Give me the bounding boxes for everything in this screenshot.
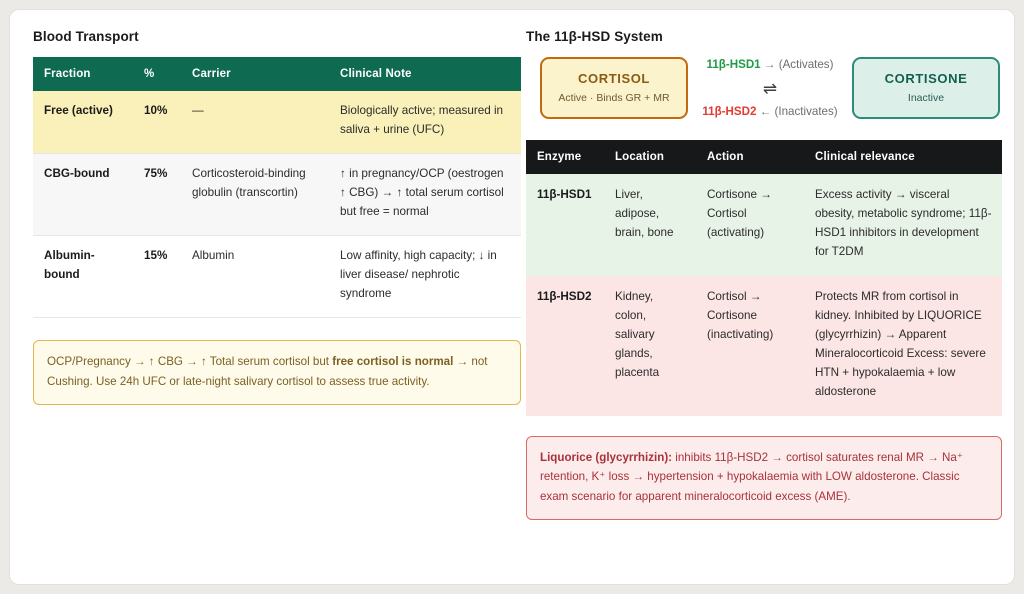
cell-clinical-note: Low affinity, high capacity; ↓ in liver … xyxy=(340,248,497,300)
liquorice-callout: Liquorice (glycyrrhizin): inhibits 11β-H… xyxy=(525,435,1002,521)
column-header-clinical-relevance: Clinical relevance xyxy=(814,151,915,163)
hsd1-effect-label: (Activates) xyxy=(778,58,834,71)
hsd2-arrow-line: 11β-HSD2 ← (Inactivates) xyxy=(692,105,848,118)
equilibrium-icon: ⇌ xyxy=(762,79,778,98)
table-row: Free (active) 10% — Biologically active;… xyxy=(33,91,521,154)
cell-percent: 75% xyxy=(144,166,168,180)
hsd1-arrow-icon: → xyxy=(763,58,776,71)
cbg-callout-text-bold: free cortisol is normal xyxy=(332,354,454,368)
blood-transport-panel: Blood Transport Fraction % Carrier Clini… xyxy=(22,24,521,520)
cell-action: Cortisone → Cortisol (activating) xyxy=(706,188,772,239)
cortisol-box: CORTISOL Active · Binds GR + MR xyxy=(539,57,688,119)
cortisone-box-subtitle: Inactive xyxy=(907,92,945,104)
cell-enzyme: 11β-HSD1 xyxy=(536,188,592,201)
blood-transport-table-body: Free (active) 10% — Biologically active;… xyxy=(33,91,521,318)
cell-clinical-relevance: Protects MR from cortisol in kidney. Inh… xyxy=(814,289,986,398)
hsd-system-panel: The 11β-HSD System CORTISOL Active · Bin… xyxy=(521,24,1002,521)
cell-location: Liver, adipose, brain, bone xyxy=(614,188,674,239)
hsd2-arrow-icon: ← xyxy=(759,105,772,118)
hsd-enzyme-table: Enzyme Location Action Clinical relevanc… xyxy=(525,140,1002,416)
table-row: 11β-HSD1 Liver, adipose, brain, bone Cor… xyxy=(525,174,1002,276)
cell-percent: 10% xyxy=(144,104,168,117)
table-row: CBG-bound 75% Corticosteroid-binding glo… xyxy=(33,153,521,236)
blood-transport-table-head: Fraction % Carrier Clinical Note xyxy=(33,57,521,91)
cbg-callout: OCP/Pregnancy → ↑ CBG → ↑ Total serum co… xyxy=(33,339,521,405)
enzyme-arrows: 11β-HSD1 → (Activates) ⇌ 11β-HSD2 ← (Ina… xyxy=(688,58,852,118)
page-card: Blood Transport Fraction % Carrier Clini… xyxy=(9,9,1015,585)
cell-fraction: Albumin-bound xyxy=(44,248,95,281)
hsd1-arrow-line: 11β-HSD1 → (Activates) xyxy=(692,58,848,71)
cell-carrier: Albumin xyxy=(192,248,235,262)
table-header-row: Fraction % Carrier Clinical Note xyxy=(33,57,521,91)
hsd2-enzyme-label: 11β-HSD2 xyxy=(702,105,757,118)
cell-carrier: — xyxy=(192,104,204,117)
cortisone-box: CORTISONE Inactive xyxy=(852,57,1000,119)
cortisone-box-name: CORTISONE xyxy=(884,71,968,86)
cell-fraction: CBG-bound xyxy=(44,166,110,180)
column-header-carrier: Carrier xyxy=(192,68,231,80)
blood-transport-title: Blood Transport xyxy=(33,29,139,44)
hsd2-effect-label: (Inactivates) xyxy=(774,105,838,118)
cell-clinical-note: ↑ in pregnancy/OCP (oestrogen ↑ CBG) → ↑… xyxy=(340,166,504,218)
hsd-enzyme-table-body: 11β-HSD1 Liver, adipose, brain, bone Cor… xyxy=(525,174,1002,416)
column-header-fraction: Fraction xyxy=(44,68,91,80)
hsd-system-title: The 11β-HSD System xyxy=(525,29,663,44)
blood-transport-table: Fraction % Carrier Clinical Note Free (a… xyxy=(33,57,521,318)
cell-action: Cortisol → Cortisone (inactivating) xyxy=(706,289,774,341)
cbg-callout-text-before: OCP/Pregnancy → ↑ CBG → ↑ Total serum co… xyxy=(47,354,333,368)
cell-fraction: Free (active) xyxy=(44,104,113,117)
two-column-layout: Blood Transport Fraction % Carrier Clini… xyxy=(10,10,1014,521)
column-header-action: Action xyxy=(706,151,744,163)
cell-percent: 15% xyxy=(144,248,168,262)
liquorice-callout-text-bold: Liquorice (glycyrrhizin): xyxy=(539,450,673,464)
cell-carrier: Corticosteroid-binding globulin (transco… xyxy=(192,166,306,199)
cortisol-cortisone-diagram: CORTISOL Active · Binds GR + MR 11β-HSD1… xyxy=(526,57,1002,119)
table-row: 11β-HSD2 Kidney, colon, salivary glands,… xyxy=(525,275,1002,416)
hsd-enzyme-table-head: Enzyme Location Action Clinical relevanc… xyxy=(525,140,1002,174)
column-header-clinical-note: Clinical Note xyxy=(340,68,412,80)
column-header-location: Location xyxy=(614,151,665,163)
cell-clinical-note: Biologically active; measured in saliva … xyxy=(340,104,504,136)
cell-location: Kidney, colon, salivary glands, placenta xyxy=(614,289,660,379)
cbg-callout-text-after: → not Cushing. Use 24h UFC or late-night… xyxy=(47,354,488,388)
table-header-row: Enzyme Location Action Clinical relevanc… xyxy=(525,140,1002,174)
cell-clinical-relevance: Excess activity → visceral obesity, meta… xyxy=(814,188,992,258)
column-header-enzyme: Enzyme xyxy=(536,151,582,163)
cortisol-box-subtitle: Active · Binds GR + MR xyxy=(558,92,670,104)
cell-enzyme: 11β-HSD2 xyxy=(536,289,592,303)
table-row: Albumin-bound 15% Albumin Low affinity, … xyxy=(33,235,521,318)
column-header-percent: % xyxy=(144,68,155,80)
cortisol-box-name: CORTISOL xyxy=(578,71,650,86)
liquorice-callout-text-after: inhibits 11β-HSD2 → cortisol saturates r… xyxy=(539,450,963,504)
hsd1-enzyme-label: 11β-HSD1 xyxy=(706,58,761,71)
